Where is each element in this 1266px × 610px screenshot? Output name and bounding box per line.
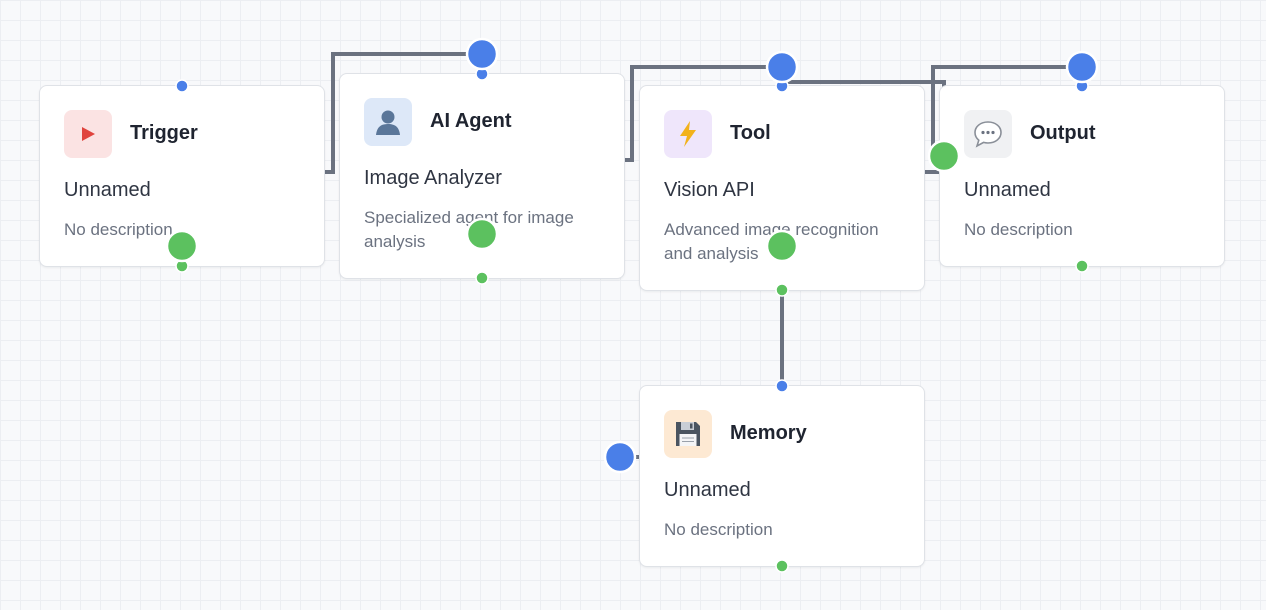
output-port[interactable] [775, 559, 789, 573]
node-type-label: Memory [730, 422, 807, 444]
node-type-label: AI Agent [430, 110, 512, 132]
output-port[interactable] [775, 283, 789, 297]
play-icon [64, 110, 112, 158]
wire-target-handle[interactable] [765, 50, 799, 84]
node-type-label: Trigger [130, 122, 198, 144]
node-description: No description [964, 220, 1073, 239]
node-type-label: Output [1030, 122, 1096, 144]
node-type-label: Tool [730, 122, 771, 144]
node-description: No description [664, 520, 773, 539]
node-name: Unnamed [64, 179, 151, 201]
output-port[interactable] [1075, 259, 1089, 273]
memory-node[interactable]: Memory Unnamed No description [639, 385, 925, 567]
speech-bubble-icon [964, 110, 1012, 158]
node-description: Specialized agent for image analysis [364, 208, 574, 251]
node-name: Vision API [664, 179, 755, 201]
node-name: Unnamed [664, 479, 751, 501]
lightning-icon [664, 110, 712, 158]
node-name: Unnamed [964, 179, 1051, 201]
node-name: Image Analyzer [364, 167, 502, 189]
floppy-disk-icon [664, 410, 712, 458]
output-port[interactable] [475, 271, 489, 285]
input-port[interactable] [775, 379, 789, 393]
wire-target-handle[interactable] [465, 37, 499, 71]
wire-source-handle[interactable] [927, 139, 961, 173]
node-description: No description [64, 220, 173, 239]
wire-source-handle[interactable] [765, 229, 799, 263]
wire-source-handle[interactable] [165, 229, 199, 263]
wire-target-handle[interactable] [1065, 50, 1099, 84]
wire-target-handle[interactable] [603, 440, 637, 474]
node-description: Advanced image recognition and analysis [664, 220, 879, 263]
output-node[interactable]: Output Unnamed No description [939, 85, 1225, 267]
wire-source-handle[interactable] [465, 217, 499, 251]
input-port[interactable] [175, 79, 189, 93]
trigger-node[interactable]: Trigger Unnamed No description [39, 85, 325, 267]
user-icon [364, 98, 412, 146]
